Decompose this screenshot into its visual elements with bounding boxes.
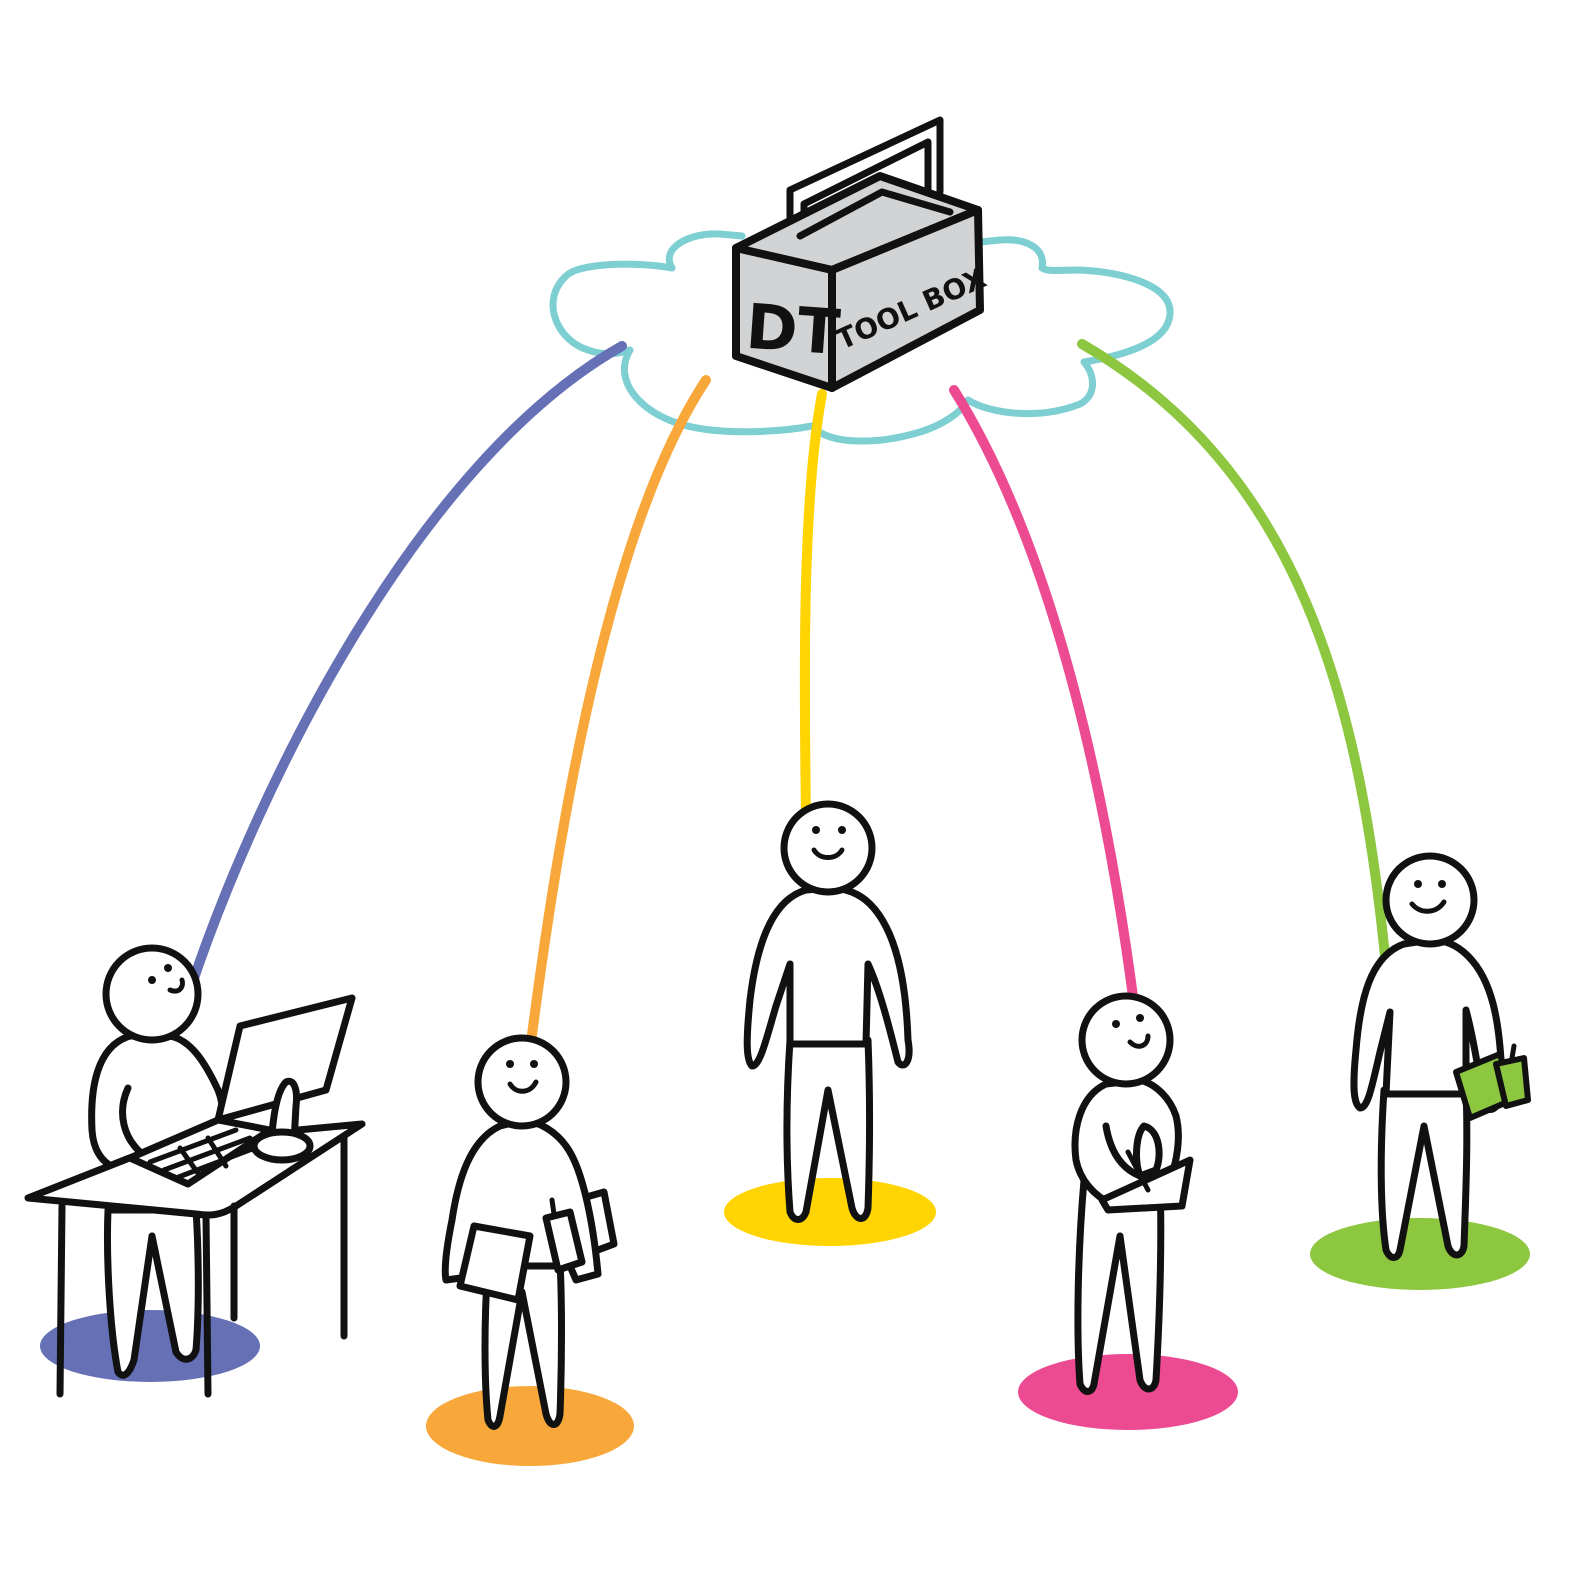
person-radio-holder-green <box>1350 852 1531 1261</box>
desk-worker-eye-right <box>164 964 172 972</box>
desk-worker-head <box>102 944 202 1044</box>
floor-spot-orange <box>426 1386 634 1466</box>
yellow-person-torso <box>743 884 913 1070</box>
desk-worker-smile <box>167 977 185 994</box>
orange-worker-arm-right <box>586 1188 618 1254</box>
yellow-person-smile <box>811 847 845 860</box>
orange-worker-eye-left <box>506 1060 514 1068</box>
yellow-person-legs <box>783 1036 873 1223</box>
green-person-smile <box>1409 899 1447 914</box>
toolbox-icon: DT TOOL BOX <box>732 116 991 392</box>
green-person-head <box>1382 852 1478 948</box>
green-person-eye-right <box>1438 880 1446 888</box>
pink-person-head <box>1078 992 1174 1088</box>
floor-spot-yellow <box>724 1178 936 1246</box>
toolbox-side <box>828 206 984 392</box>
link-blue <box>185 341 627 995</box>
link-pink <box>949 385 1139 1009</box>
pink-person-pen-hand <box>1133 1122 1163 1180</box>
person-writer-pink <box>1071 992 1194 1395</box>
floor-spot-green <box>1310 1218 1530 1290</box>
pink-person-eye-left <box>1112 1020 1120 1028</box>
green-person-radio-body <box>1493 1055 1531 1109</box>
floor-spots <box>40 1178 1530 1466</box>
desk-leg-2 <box>202 1212 212 1398</box>
orange-worker-legs <box>481 1258 565 1430</box>
pink-person-eye-right <box>1136 1014 1144 1022</box>
desk-worker-eye-left <box>148 976 156 984</box>
toolbox-label-front: DT <box>744 290 843 369</box>
person-standing-yellow <box>743 800 913 1223</box>
orange-worker-radio <box>542 1208 586 1274</box>
floor-spot-blue <box>40 1310 260 1382</box>
pink-person-smile <box>1127 1033 1151 1049</box>
link-yellow <box>799 389 827 821</box>
yellow-person-eye-left <box>812 826 820 834</box>
desk-worker-legs <box>103 1206 202 1379</box>
orange-worker-eye-right <box>530 1060 538 1068</box>
cloud-outline-left-bump <box>666 230 746 272</box>
yellow-person-eye-right <box>838 826 846 834</box>
orange-worker-head <box>474 1034 570 1130</box>
cloud-outline <box>549 236 1174 445</box>
desk-mouse <box>250 1128 314 1164</box>
green-person-legs <box>1377 1086 1471 1261</box>
desk-leg-1 <box>56 1202 66 1398</box>
link-green <box>1077 339 1391 971</box>
person-desk-worker <box>24 944 366 1398</box>
cloud <box>549 230 1174 445</box>
toolbox-handle-bar <box>796 188 954 240</box>
floor-spot-pink <box>1018 1354 1238 1430</box>
laptop-keys <box>147 1127 263 1181</box>
link-orange <box>525 375 711 1055</box>
yellow-person-head <box>780 800 876 896</box>
pink-person-arm-left <box>1102 1122 1144 1180</box>
connection-lines <box>185 339 1391 1055</box>
orange-worker-smile <box>507 1079 539 1094</box>
person-field-worker-orange <box>441 1034 618 1430</box>
green-person-eye-left <box>1414 880 1422 888</box>
orange-worker-radio-antenna <box>549 1197 557 1217</box>
pink-person-legs <box>1074 1176 1165 1395</box>
pink-person-pen <box>1125 1149 1151 1193</box>
green-person-radio-antenna <box>1509 1043 1517 1061</box>
orange-worker-clipboard <box>456 1222 534 1304</box>
